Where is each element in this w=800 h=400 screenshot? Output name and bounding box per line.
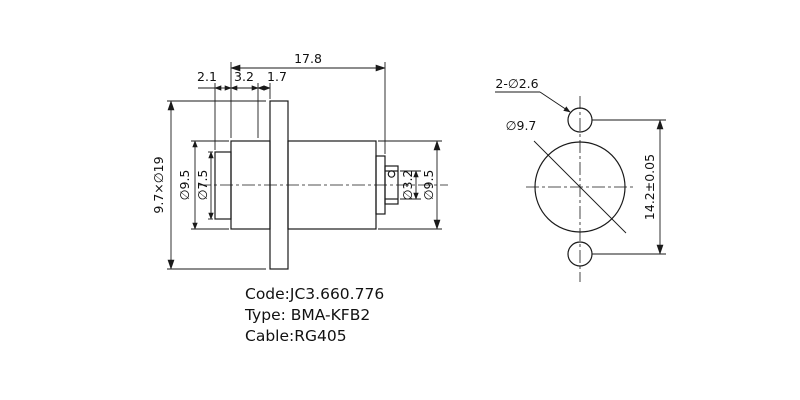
contact-detail-circle <box>387 170 396 178</box>
front-view: 2-∅2.6 ∅9.7 14.2±0.05 <box>495 76 666 282</box>
end-block <box>384 165 399 205</box>
dim-contact: ∅3.2 <box>400 170 421 201</box>
dim-hole-spacing: 14.2±0.05 <box>592 119 666 255</box>
dim-step-left-label: ∅7.5 <box>195 170 210 201</box>
body-circle <box>534 141 626 233</box>
dim-body-right: ∅9.5 <box>378 140 442 230</box>
leader-line <box>539 91 571 113</box>
code-text: Code:JC3.660.776 <box>245 285 384 303</box>
dim-flange-label: 9.7×∅19 <box>151 156 166 213</box>
label-body-diameter: ∅9.7 <box>506 118 627 234</box>
diameter-leader-line <box>533 140 627 234</box>
left-step <box>214 151 232 220</box>
dim-seg3-label: 1.7 <box>267 69 287 84</box>
cable-text: Cable:RG405 <box>245 327 347 345</box>
dim-total-length: 17.8 <box>230 51 386 154</box>
dim-seg1-label: 2.1 <box>197 69 217 84</box>
dim-seg2-label: 3.2 <box>234 69 254 84</box>
dim-body-right-label: ∅9.5 <box>421 170 436 201</box>
dim-segments: 2.1 3.2 1.7 <box>197 69 287 150</box>
dim-body-left: ∅9.5 <box>177 140 229 230</box>
connector-side-outline <box>214 100 399 270</box>
dim-contact-label: ∅3.2 <box>400 170 415 201</box>
label-mounting-holes: 2-∅2.6 <box>495 76 571 113</box>
dim-mounting-holes-label: 2-∅2.6 <box>495 76 538 91</box>
dim-hole-spacing-label: 14.2±0.05 <box>642 154 657 220</box>
side-view: 17.8 2.1 3.2 1.7 9.7×∅19 ∅9.5 <box>151 51 448 270</box>
dim-step-left: ∅7.5 <box>195 151 214 220</box>
title-block: Code:JC3.660.776 Type: BMA-KFB2 Cable:RG… <box>244 285 384 345</box>
dim-flange: 9.7×∅19 <box>151 100 266 270</box>
dim-body-diameter-label: ∅9.7 <box>506 118 537 133</box>
dim-body-left-label: ∅9.5 <box>177 170 192 201</box>
type-text: Type: BMA-KFB2 <box>244 306 370 324</box>
dim-total-length-label: 17.8 <box>294 51 322 66</box>
